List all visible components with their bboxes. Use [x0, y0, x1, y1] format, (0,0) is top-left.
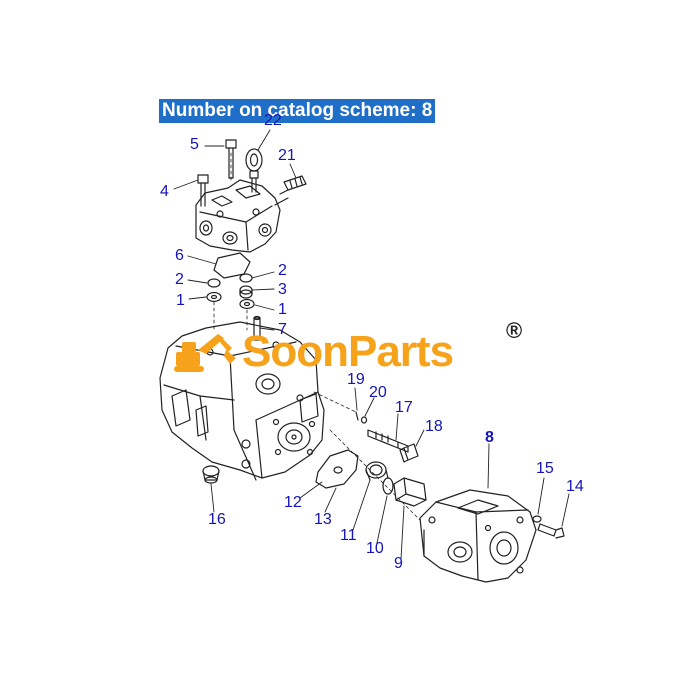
callout-1-left: 1 — [176, 292, 185, 309]
valve-cover-part — [195, 179, 289, 253]
coupling-9 — [393, 477, 427, 507]
callout-2-left: 2 — [175, 271, 184, 288]
bolt-14 — [537, 523, 565, 539]
o-ring-2-left — [207, 278, 221, 288]
brand-name: SoonParts — [242, 327, 454, 376]
callout-4: 4 — [160, 183, 169, 200]
callout-17: 17 — [395, 399, 413, 416]
callout-11: 11 — [340, 527, 357, 544]
gear-pump-8 — [419, 489, 537, 583]
callout-15: 15 — [536, 460, 554, 477]
plug-3 — [239, 285, 253, 299]
snap-ring-10 — [382, 477, 394, 495]
plug-18 — [399, 443, 419, 463]
o-ring-20 — [360, 416, 368, 424]
callout-13: 13 — [314, 511, 332, 528]
leader-lines — [173, 129, 570, 560]
pin-7 — [253, 315, 261, 341]
callout-9: 9 — [394, 555, 403, 572]
callout-19: 19 — [347, 371, 365, 388]
bearing-11 — [365, 461, 389, 481]
assembly-guide-lines — [213, 149, 421, 521]
callout-3: 3 — [278, 281, 287, 298]
callout-8: 8 — [485, 429, 494, 446]
callout-1-right: 1 — [278, 301, 287, 318]
pin-19 — [355, 411, 359, 421]
excavator-logo-icon — [174, 334, 236, 372]
callout-5: 5 — [190, 136, 199, 153]
washer-1-left — [206, 291, 222, 303]
plug-16 — [202, 465, 220, 484]
callout-20: 20 — [369, 384, 387, 401]
callout-10: 10 — [366, 540, 384, 557]
callout-12: 12 — [284, 494, 302, 511]
o-ring-2-right — [239, 273, 253, 283]
callout-6: 6 — [175, 247, 184, 264]
callout-14: 14 — [566, 478, 584, 495]
brand-watermark: SoonParts — [174, 326, 454, 378]
catalog-scheme-banner: Number on catalog scheme: 8 — [159, 99, 436, 123]
callout-21: 21 — [278, 147, 296, 164]
callout-16: 16 — [208, 511, 226, 528]
callout-18: 18 — [425, 418, 443, 435]
callout-22: 22 — [264, 112, 282, 129]
registered-mark: ® — [506, 318, 523, 343]
plate-13-hole — [333, 466, 343, 474]
washer-1-right — [239, 298, 255, 310]
eye-bolt-22 — [245, 148, 263, 193]
washer-15 — [532, 515, 542, 523]
callout-7: 7 — [278, 321, 287, 338]
shaft-17 — [367, 429, 409, 453]
fitting-21 — [279, 175, 307, 195]
bolt-4 — [197, 174, 209, 207]
callout-2-right: 2 — [278, 262, 287, 279]
